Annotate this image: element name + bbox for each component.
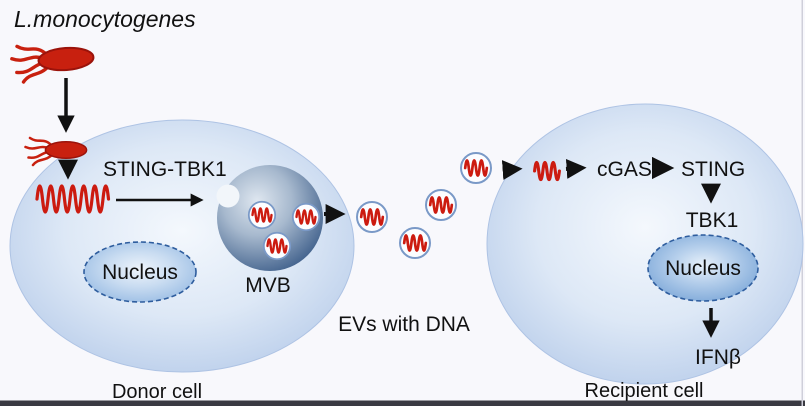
ifnb-label: IFNβ [695,346,741,369]
right-border-line [801,0,803,406]
mvb-label: MVB [245,274,291,297]
evs-with-dna-label: EVs with DNA [338,313,470,336]
mvb-vesicle-icon [293,204,319,230]
arrow-ev-uptake [501,160,523,181]
sting-label: STING [681,158,745,181]
sting-tbk1-label: STING-TBK1 [103,158,227,181]
tbk1-label: TBK1 [686,209,739,232]
donor-cell-label: Donor cell [112,381,202,403]
mvb-vesicle-icon [249,202,275,228]
recipient-cell-label: Recipient cell [585,380,704,402]
free-dna-icon [533,160,561,182]
recipient-cell-body [486,103,804,385]
arrow-dna-to-cgas [565,158,587,179]
pathogen-title: L.monocytogenes [14,6,196,32]
mvb-vesicle-icon [264,233,290,259]
budding-vesicle-icon [216,184,240,208]
recipient-nucleus [647,234,759,302]
donor-nucleus [83,241,197,303]
bottom-border-bar [0,400,805,406]
ev-vesicle-icon [400,228,430,258]
ev-vesicle-icon [461,153,491,183]
recipient-nucleus-label: Nucleus [665,257,741,280]
donor-nucleus-label: Nucleus [102,261,178,284]
cgas-label: cGAS [597,158,652,181]
ev-vesicle-icon [357,202,387,232]
ev-vesicle-icon [426,190,456,220]
